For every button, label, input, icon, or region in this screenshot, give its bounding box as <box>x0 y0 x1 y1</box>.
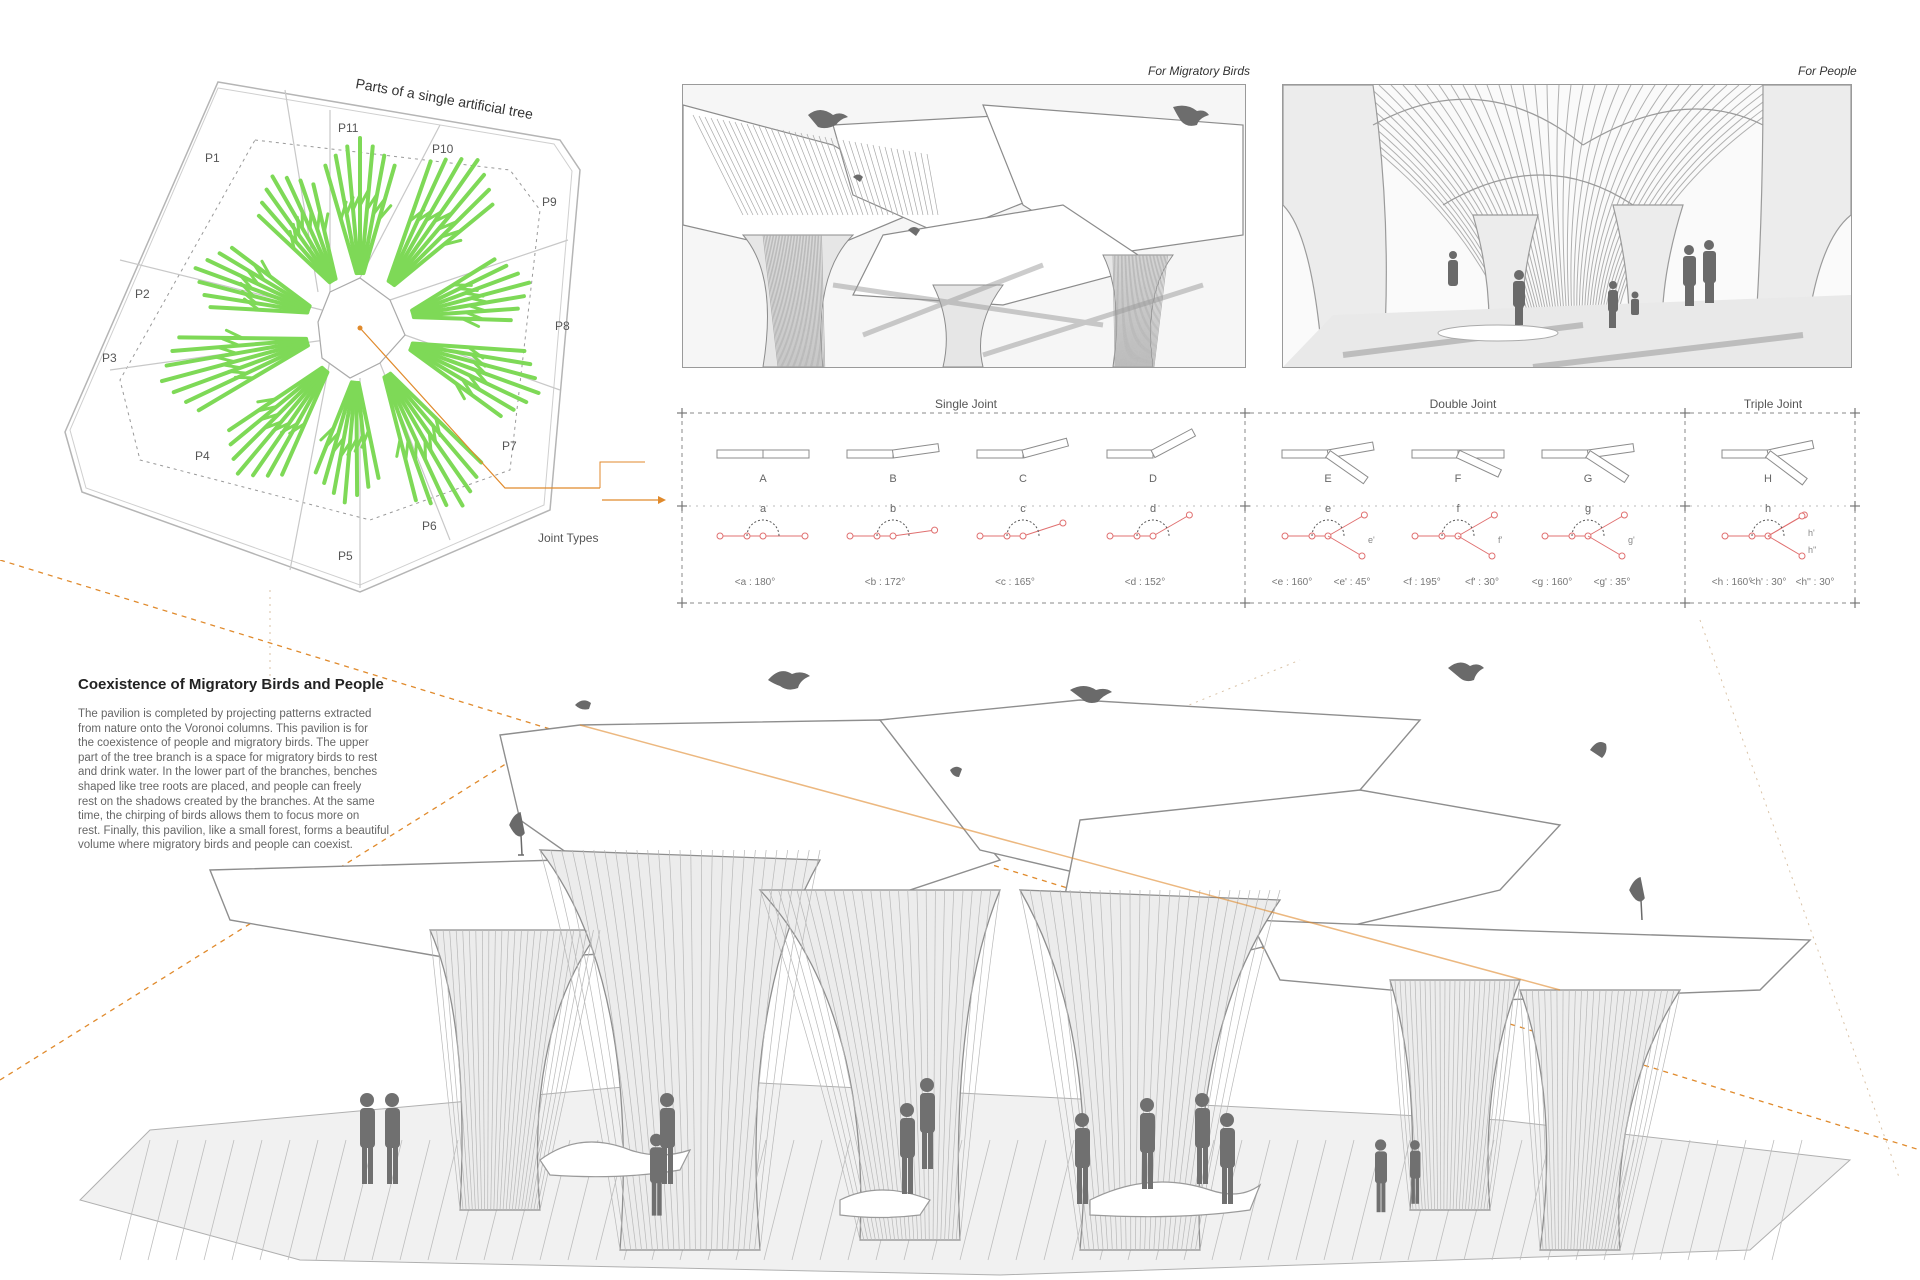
joint-measure: <d : 152° <box>1125 577 1165 588</box>
part-labels: P1 P2 P3 P4 P5 P6 P7 P8 P9 P10 P11 <box>102 121 570 563</box>
joint-type-label: C <box>1019 473 1027 485</box>
joint-angle-label-secondary: g' <box>1628 535 1635 545</box>
joint-type-label: E <box>1324 473 1331 485</box>
description-line: shaped like tree roots are placed, and p… <box>78 780 362 793</box>
joint-table: Single Joint Double Joint Triple Joint A… <box>677 397 1860 608</box>
description-heading: Coexistence of Migratory Birds and Peopl… <box>78 676 384 693</box>
part-label-p1: P1 <box>205 151 220 165</box>
joint-angle-label: b <box>890 503 896 515</box>
person-figure <box>1075 1113 1090 1204</box>
people-caption: For People <box>1798 64 1857 78</box>
joint-measure: <g : 160° <box>1532 577 1572 588</box>
bird-silhouettes <box>808 105 1209 236</box>
tree-plan: P1 P2 P3 P4 P5 P6 P7 P8 P9 P10 P11 Parts… <box>60 60 660 620</box>
joint-measure: <f : 195° <box>1403 577 1441 588</box>
part-label-p6: P6 <box>422 519 437 533</box>
joint-type-label: H <box>1764 473 1772 485</box>
joint-angle-label: g <box>1585 503 1591 515</box>
joint-angle-label-secondary: h' <box>1808 528 1815 538</box>
person-figure <box>660 1093 675 1184</box>
person-figure <box>650 1133 664 1216</box>
description-line: The pavilion is completed by projecting … <box>78 708 372 720</box>
description-line: part of the tree branch is a space for m… <box>78 751 378 764</box>
person-figure <box>1140 1098 1155 1189</box>
joint-item: Bb <b : 172° <box>846 443 940 588</box>
joint-angle-label-secondary: f' <box>1498 535 1503 545</box>
joint-item: Cc <c : 165° <box>976 437 1070 588</box>
person-figure <box>900 1103 915 1194</box>
people-figures <box>360 1078 1421 1216</box>
joint-type-label: F <box>1455 473 1462 485</box>
description-line: rest. Finally, this pavilion, like a sma… <box>78 824 390 837</box>
branch-pattern <box>159 136 541 508</box>
joint-item: Ff f' <f : 195° <f' : 30° <box>1403 449 1505 588</box>
joint-arrow <box>602 496 666 504</box>
joint-type-label: A <box>759 473 767 485</box>
joint-measure-tertiary: <h'' : 30° <box>1796 577 1835 588</box>
birds-caption: For Migratory Birds <box>1148 64 1251 78</box>
joint-group-triple: Triple Joint <box>1744 397 1803 411</box>
joint-measure: <b : 172° <box>865 577 905 588</box>
description-line: volume where migratory birds and people … <box>78 839 353 852</box>
part-label-p8: P8 <box>555 319 570 333</box>
joint-measure-secondary: <e' : 45° <box>1334 577 1371 588</box>
part-label-p4: P4 <box>195 449 210 463</box>
birds-render <box>682 84 1246 368</box>
person-figure <box>360 1093 375 1184</box>
description-paragraph: The pavilion is completed by projecting … <box>78 707 398 853</box>
joint-angle-label: e <box>1325 503 1331 515</box>
description-line: and drink water. In the lower part of th… <box>78 766 378 779</box>
joint-types-callout: Joint Types <box>538 531 598 545</box>
joint-item: Ee e' <e : 160° <e' : 45° <box>1272 441 1375 588</box>
description-line: time, the chirping of birds allows them … <box>78 810 360 823</box>
description-line: rest on the shadows created by the branc… <box>78 795 375 808</box>
joint-measure: <h : 160° <box>1712 577 1752 588</box>
joint-item: Aa <a : 180° <box>716 449 810 588</box>
person-figure <box>385 1093 400 1184</box>
person-figure <box>1410 1140 1421 1204</box>
joint-angle-label: c <box>1020 503 1026 515</box>
people-render <box>1282 84 1852 368</box>
joint-item: Dd <d : 152° <box>1106 428 1197 588</box>
part-label-p7: P7 <box>502 439 517 453</box>
people-silhouettes <box>1448 240 1716 328</box>
joint-angle-label-secondary: e' <box>1368 535 1375 545</box>
joint-angle-label: f <box>1456 503 1460 515</box>
joint-measure: <a : 180° <box>735 577 775 588</box>
joint-item: Hh h' h'' <h : 160°<h' : 30° <h'' : 30° <box>1712 439 1835 588</box>
joint-measure: <e : 160° <box>1272 577 1312 588</box>
joint-angle-label: d <box>1150 503 1156 515</box>
joint-type-label: G <box>1584 473 1593 485</box>
joint-measure-secondary: <f' : 30° <box>1465 577 1499 588</box>
person-figure <box>1195 1093 1210 1184</box>
joint-group-single: Single Joint <box>935 397 998 411</box>
joint-measure-secondary: <h' : 30° <box>1750 577 1787 588</box>
part-label-p5: P5 <box>338 549 353 563</box>
person-figure <box>1220 1113 1235 1204</box>
joint-type-label: D <box>1149 473 1157 485</box>
pavilion-illustration <box>0 560 1920 1276</box>
description-line: from nature onto the Voronoi columns. Th… <box>78 722 368 735</box>
part-label-p3: P3 <box>102 351 117 365</box>
part-label-p9: P9 <box>542 195 557 209</box>
person-figure <box>920 1078 935 1169</box>
bird-figures <box>509 662 1645 921</box>
joint-angle-label: h <box>1765 503 1771 515</box>
joint-angle-label-tertiary: h'' <box>1808 545 1817 555</box>
description-line: the coexistence of people and migratory … <box>78 737 369 750</box>
joint-item: Gg g' <g : 160° <g' : 35° <box>1532 443 1635 588</box>
part-label-p10: P10 <box>432 142 454 156</box>
joint-measure: <c : 165° <box>995 577 1035 588</box>
tree-plan-diagram: P1 P2 P3 P4 P5 P6 P7 P8 P9 P10 P11 Parts… <box>64 75 645 593</box>
joint-type-label: B <box>889 473 896 485</box>
part-label-p11: P11 <box>338 121 359 135</box>
joint-group-double: Double Joint <box>1430 397 1497 411</box>
joint-angle-label: a <box>760 503 767 515</box>
person-figure <box>1375 1139 1387 1213</box>
part-label-p2: P2 <box>135 287 150 301</box>
joint-measure-secondary: <g' : 35° <box>1594 577 1631 588</box>
